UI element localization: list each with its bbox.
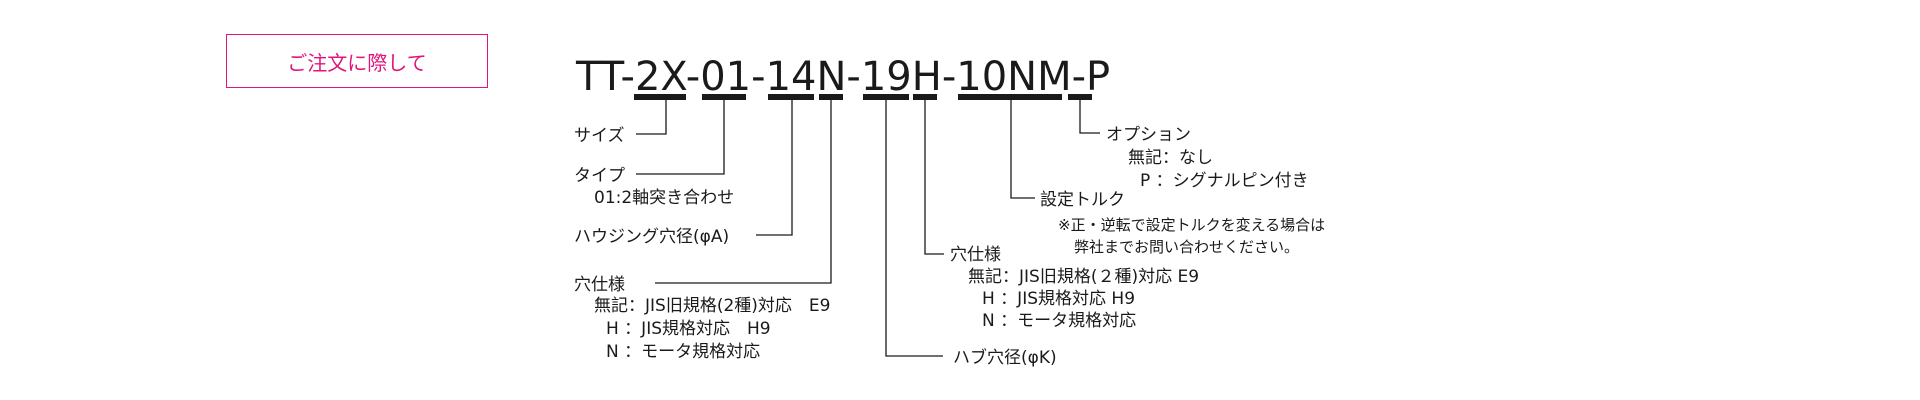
bar-option xyxy=(1068,94,1092,100)
code-type: 01 xyxy=(700,54,751,100)
label-hole2-3: N ：モータ規格対応 xyxy=(982,311,1136,331)
bar-hub xyxy=(863,94,909,100)
bar-hole-spec-2 xyxy=(913,94,937,100)
label-size: サイズ xyxy=(574,126,625,146)
note-1: ※正・逆転で設定トルクを変える場合は xyxy=(1058,216,1325,234)
code-option: P xyxy=(1086,54,1110,100)
bar-housing xyxy=(768,94,814,100)
model-code: TT-2X-01-14N-19H-10NM-P xyxy=(575,54,1110,100)
label-hole2-2: H ：JIS規格対応 H9 xyxy=(982,289,1135,309)
label-option-1: 無記：なし xyxy=(1128,148,1213,168)
label-type-title: タイプ xyxy=(574,166,625,186)
leader-hub xyxy=(885,100,943,357)
order-instructions-button[interactable]: ご注文に際して xyxy=(226,34,488,88)
bar-size xyxy=(634,94,686,100)
bar-torque xyxy=(958,94,1062,100)
label-hole2-title: 穴仕様 xyxy=(950,245,1001,265)
label-type-detail: 01:2軸突き合わせ xyxy=(594,188,734,208)
bar-type xyxy=(702,94,746,100)
code-sep: - xyxy=(942,54,956,100)
label-option-2: P ：シグナルピン付き xyxy=(1140,171,1309,191)
label-hole-1: 無記：JIS旧規格(2種)対応 E9 xyxy=(594,296,830,316)
leader-torque xyxy=(1010,100,1035,199)
code-sep: - xyxy=(751,54,765,100)
leader-type xyxy=(636,100,725,175)
leader-hole-spec-2 xyxy=(924,100,944,255)
leader-housing xyxy=(756,100,793,236)
label-housing: ハウジング穴径(φA) xyxy=(574,227,729,247)
label-option-title: オプション xyxy=(1106,125,1191,145)
label-hole-2: H ：JIS規格対応 H9 xyxy=(606,319,771,339)
label-hole-3: N ：モータ規格対応 xyxy=(606,342,760,362)
order-instructions-label: ご注文に際して xyxy=(287,50,427,75)
code-size: 2X xyxy=(635,54,687,100)
code-torque: 10NM xyxy=(956,54,1071,100)
code-prefix: TT- xyxy=(575,54,635,100)
code-sep: - xyxy=(686,54,700,100)
label-hole2-1: 無記：JIS旧規格(２種)対応 E9 xyxy=(968,267,1199,287)
label-torque: 設定トルク xyxy=(1040,190,1125,210)
note-2: 弊社までお問い合わせください。 xyxy=(1074,238,1299,256)
code-sep: - xyxy=(846,54,860,100)
label-hub: ハブ穴径(φK) xyxy=(953,347,1057,368)
code-sep: - xyxy=(1072,54,1086,100)
leader-hole-spec xyxy=(655,100,832,284)
code-housing: 14 xyxy=(766,54,817,100)
leader-size xyxy=(636,100,667,135)
code-hub: 19 xyxy=(861,54,912,100)
code-hole-spec: N xyxy=(816,54,846,100)
leader-option xyxy=(1079,100,1100,134)
code-hole-spec-2: H xyxy=(912,54,942,100)
bar-hole-spec xyxy=(819,94,843,100)
label-hole-title: 穴仕様 xyxy=(574,275,625,295)
